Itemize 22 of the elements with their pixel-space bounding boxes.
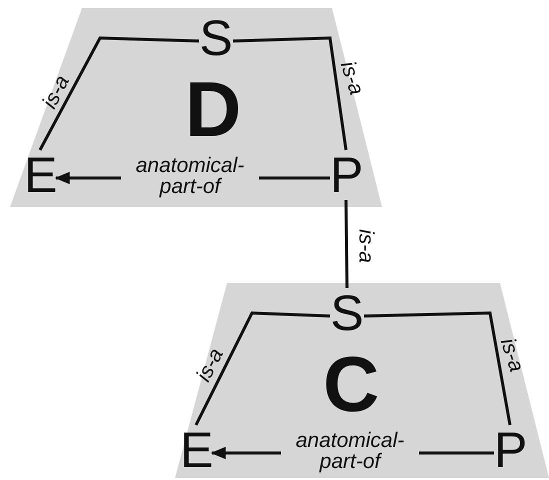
node-letter: P [494,425,526,475]
edge-label: is-a [336,58,368,98]
connector-line [38,36,200,151]
node-letter: S [330,288,364,338]
panel-letter: D [185,70,242,148]
connector-line [194,311,330,426]
edge-label: is-a [192,345,228,385]
connector-line [364,311,512,426]
edge-label: is-a [496,336,528,374]
edge-label: anatomical-part-of [281,430,419,472]
node-letter: E [24,150,56,200]
node-letter: S [199,13,233,63]
edge-label: is-a [356,229,376,263]
edge-label: anatomical-part-of [121,155,259,197]
trapezoid-panel [175,283,549,478]
edge-label: is-a [38,72,74,112]
connector-line [344,200,348,288]
node-letter: P [330,150,362,200]
panel-letter: C [323,345,380,423]
trapezoid-panel [10,8,382,207]
connector-line [232,36,348,150]
node-letter: E [180,425,212,475]
